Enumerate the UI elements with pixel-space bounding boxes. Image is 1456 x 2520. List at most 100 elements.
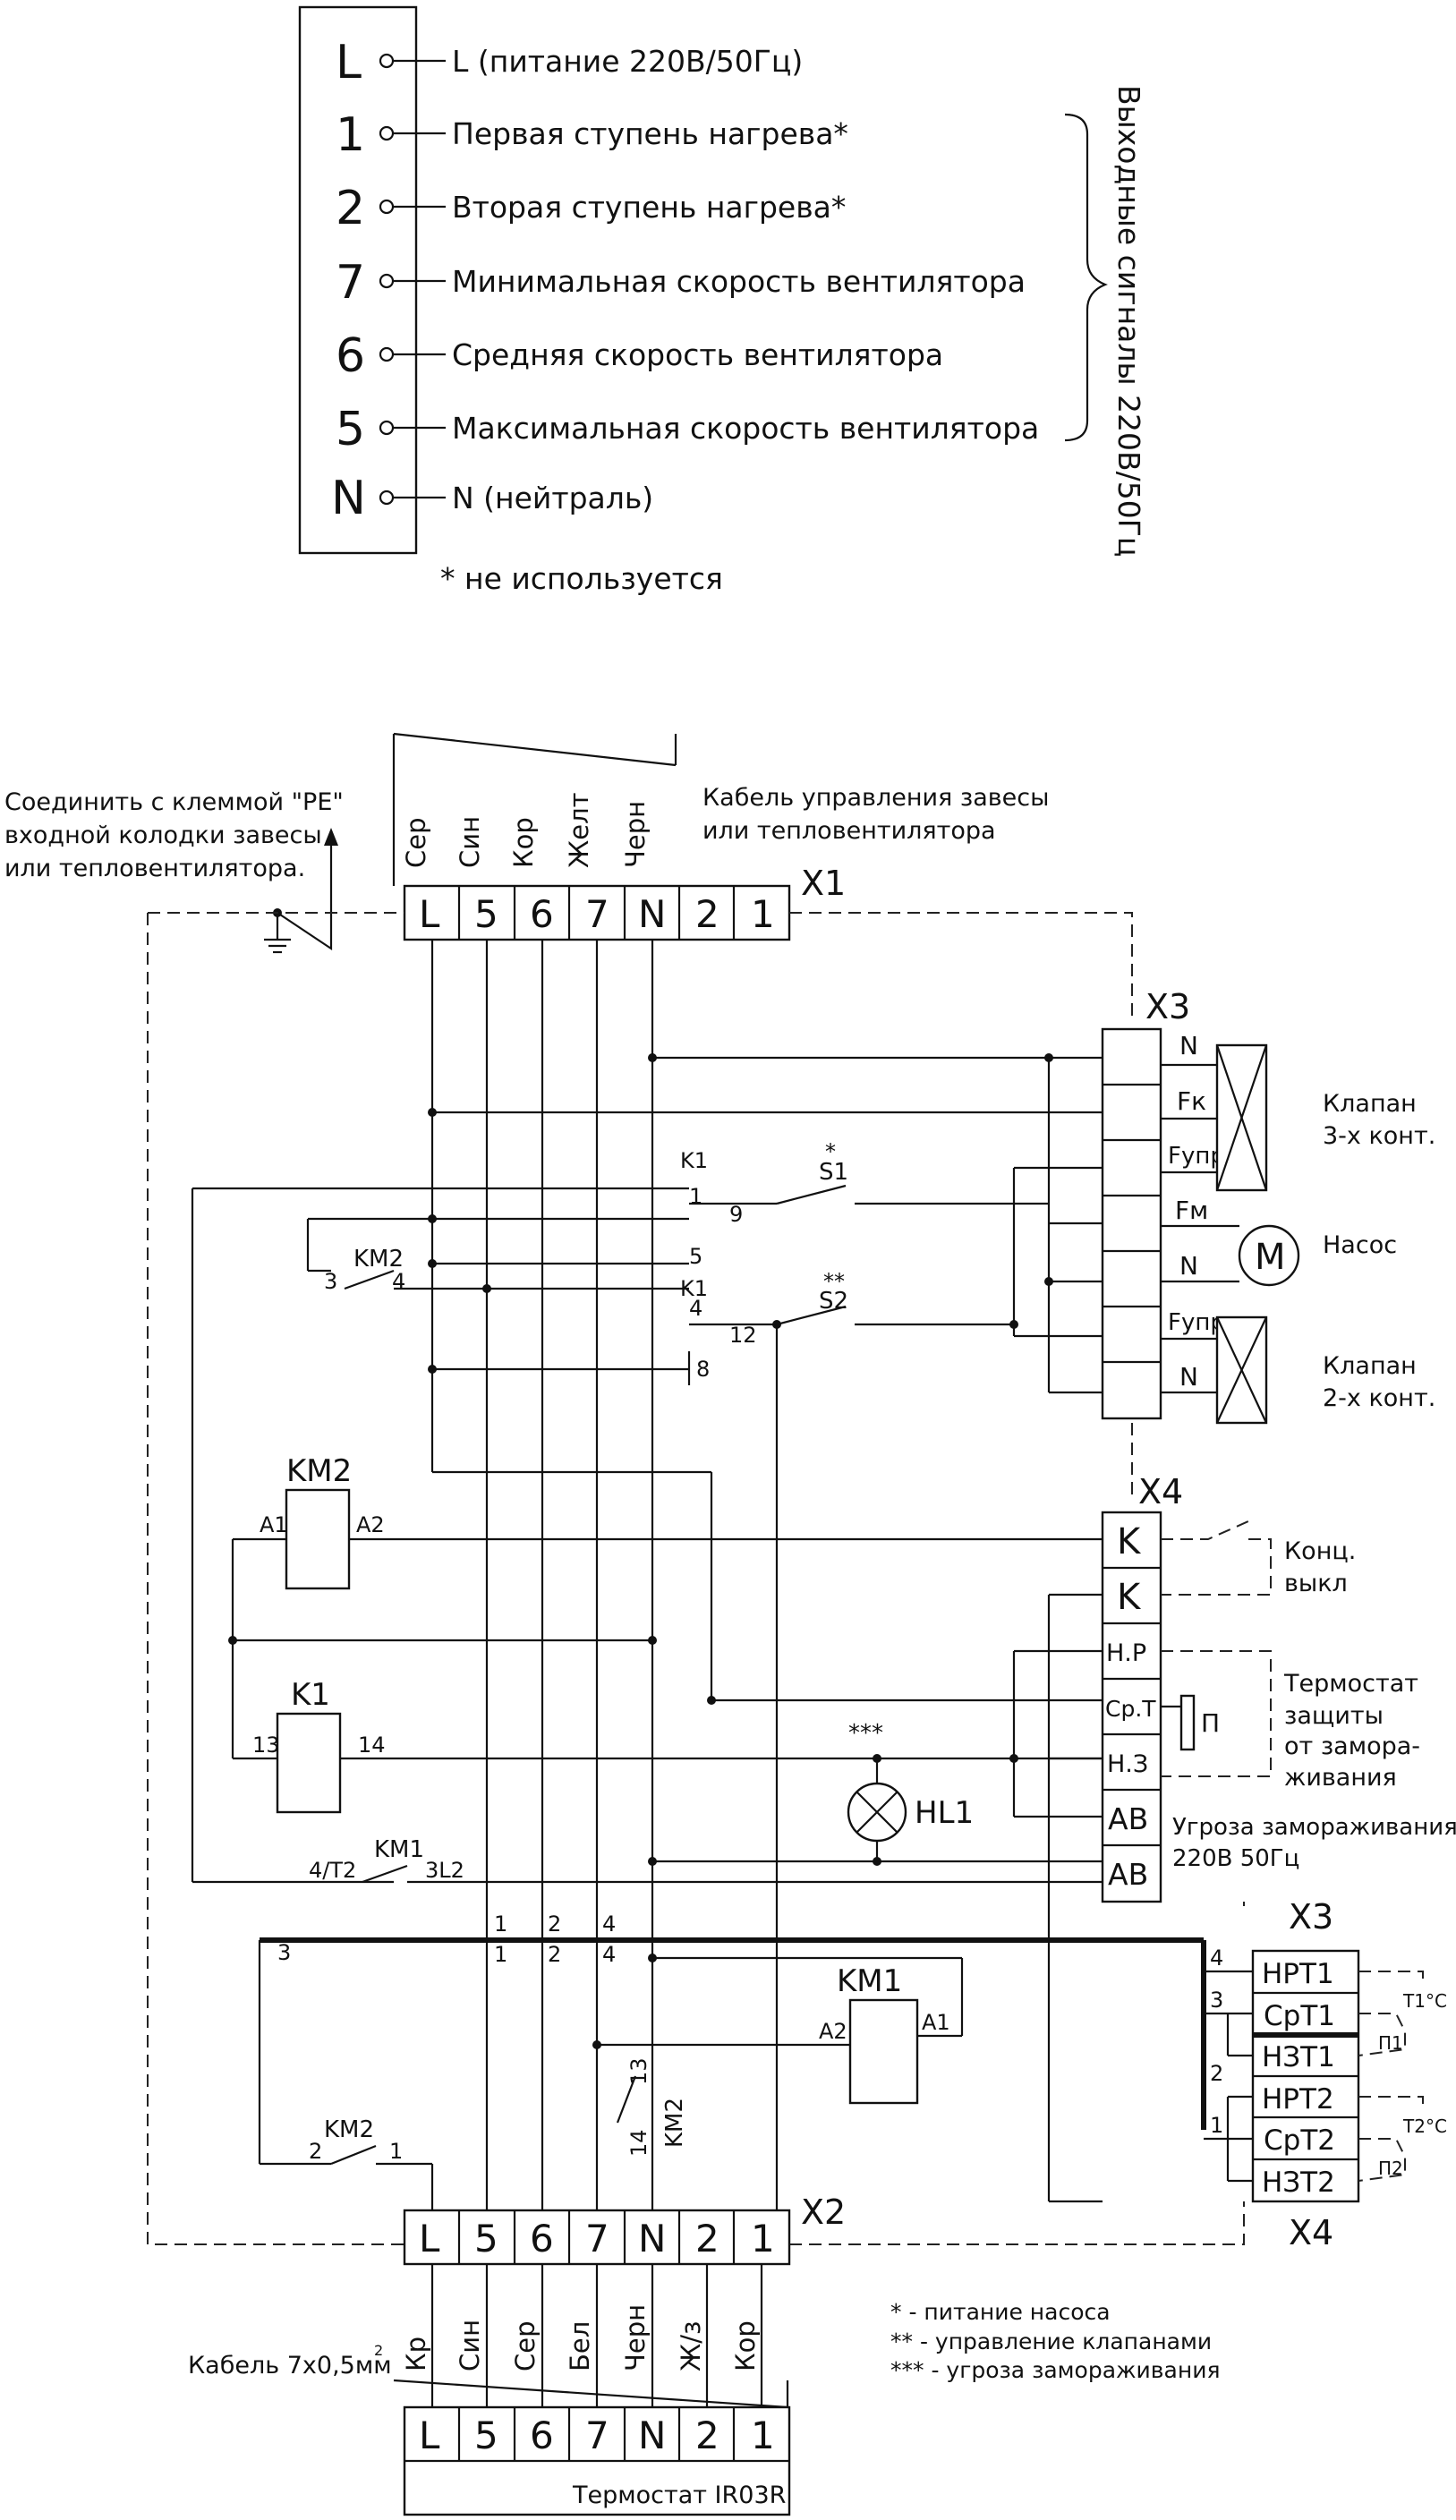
legend-pin: 1 <box>336 108 365 162</box>
x2-term: 5 <box>474 2217 498 2260</box>
switch-km2 <box>330 2144 377 2166</box>
x4-pin: Н.З <box>1107 1750 1148 1778</box>
hl-stars: *** <box>848 1720 883 1747</box>
bus-num: 4 <box>602 1911 616 1937</box>
thermo-label: живания <box>1284 1764 1397 1792</box>
bus-num: 2 <box>548 1942 561 1967</box>
bus-num: 2 <box>548 1911 561 1937</box>
contact-num: 4 <box>392 1269 405 1294</box>
junction <box>428 1214 437 1223</box>
junction <box>428 1365 437 1374</box>
limit-switch <box>1161 1520 1249 1540</box>
wire-color: Сер <box>510 2321 541 2372</box>
valve3-label: Клапан <box>1323 1090 1417 1118</box>
x3-pin: Fупр <box>1168 1143 1225 1170</box>
legend-text: Средняя скорость вентилятора <box>452 337 943 372</box>
relay-label: KM1 <box>374 1836 424 1863</box>
temp-pin: СрТ1 <box>1264 2000 1335 2032</box>
pe-arrow-line <box>277 841 333 951</box>
contact-num: 1 <box>389 2139 403 2164</box>
switch-s1 <box>776 1184 847 1205</box>
coil-label: K1 <box>291 1677 330 1713</box>
x2-section: L 5 6 7 N 2 1 X2 Кр Син Сер Бел Черн Ж/з… <box>188 2192 1220 2516</box>
temp-num: 4 <box>1210 1945 1223 1971</box>
wire-color: Ж/з <box>676 2321 706 2371</box>
motor-icon <box>1238 1224 1300 1287</box>
junction <box>873 1857 881 1866</box>
x4-pin: АВ <box>1108 1801 1148 1836</box>
switch-km1 <box>362 1864 408 1884</box>
temp-num: 3 <box>1210 1988 1223 2013</box>
legend-row: 1 Первая ступень нагрева* <box>336 108 848 162</box>
limit-label: Конц. <box>1284 1537 1356 1565</box>
sensor-t2 <box>1358 2096 1424 2107</box>
contact-num: 14 <box>626 2129 651 2157</box>
coil-pin: 14 <box>358 1732 386 1758</box>
legend-text: Вторая ступень нагрева* <box>452 190 846 225</box>
temp-pin: НЗТ2 <box>1262 2167 1335 2199</box>
x3-pin: N <box>1179 1031 1198 1060</box>
x3-terminal-block <box>1101 1027 1162 1420</box>
contact-num: 9 <box>729 1202 743 1227</box>
x4-pin: АВ <box>1108 1857 1148 1892</box>
sensor-p: П2 <box>1378 2158 1403 2179</box>
bus-num: 1 <box>494 1942 507 1967</box>
switch-label: S2 <box>819 1288 848 1315</box>
coil-pin: A1 <box>922 2010 950 2035</box>
legend-pin: N <box>331 472 366 525</box>
x3-wiring <box>428 1053 1103 1394</box>
wire-color: Кор <box>508 817 539 868</box>
cable-sup: 2 <box>374 2342 383 2359</box>
legend-brace <box>1064 113 1108 442</box>
x4-top: X4 K K Н.Р Ср.Т Н.З АВ АВ Конц. выкл П Т… <box>1009 1472 1456 2201</box>
x1-term: 1 <box>751 892 775 936</box>
legend-side-label: Выходные сигналы 220В/50Гц <box>1111 85 1146 557</box>
legend-row: L L (питание 220В/50Гц) <box>336 36 803 89</box>
legend-text: Минимальная скорость вентилятора <box>452 264 1026 299</box>
coil-pin: A2 <box>356 1512 385 1537</box>
legend-footnote: * не используется <box>440 561 723 596</box>
switch-star: ** <box>823 1269 845 1294</box>
contact-num: 12 <box>729 1323 757 1348</box>
x1-term: 7 <box>585 892 609 936</box>
temp-pin: НРТ1 <box>1262 1958 1334 1990</box>
x4-pin: Н.Р <box>1106 1639 1146 1667</box>
coil-pin: A1 <box>260 1512 288 1537</box>
coils: KM2 A1 A2 K1 13 14 4/T2 KM1 3L2 *** HL1 <box>192 1453 1103 1884</box>
junction <box>428 1259 437 1268</box>
relay-label: K1 <box>680 1148 708 1173</box>
limit-switch <box>1161 1538 1272 1596</box>
legend-pin: 5 <box>336 403 365 456</box>
wire-color: Черн <box>620 801 651 868</box>
thermostat-term: 2 <box>695 2414 719 2457</box>
lamp-cross <box>856 1791 898 1834</box>
legend-row: 5 Максимальная скорость вентилятора <box>336 403 1039 456</box>
wire-color: Сер <box>401 818 431 869</box>
thermostat-term: 1 <box>751 2414 775 2457</box>
thermostat-term: 5 <box>474 2414 498 2457</box>
km1-coil <box>848 1998 919 2105</box>
x3-pin-labels: N Fк Fупр Fм N Fупр N <box>1168 1031 1225 1392</box>
legend-pin: L <box>336 36 362 89</box>
valve2-label: 2-х конт. <box>1323 1384 1435 1412</box>
x1-term: 6 <box>530 892 554 936</box>
x4-pin: Ср.Т <box>1105 1696 1156 1722</box>
bus-num: 3 <box>277 1940 291 1965</box>
x1-term: 2 <box>695 892 719 936</box>
coil-pin: 13 <box>252 1732 280 1758</box>
k1-coil <box>276 1712 342 1814</box>
thermostat-term: L <box>419 2414 440 2457</box>
arrow-up-icon <box>324 828 338 846</box>
relay-label: KM2 <box>324 2116 374 2143</box>
thermo-label: защиты <box>1284 1702 1384 1730</box>
x2-term: 6 <box>530 2217 554 2260</box>
lower-section: 3 1 2 4 1 2 4 2 KM2 1 KM1 A1 A2 13 14 KM… <box>258 1897 1447 2252</box>
thermostat-term: N <box>638 2414 666 2457</box>
legend-row: 6 Средняя скорость вентилятора <box>336 329 943 383</box>
junction <box>482 1284 491 1293</box>
sensor-t2 <box>1358 2138 1406 2182</box>
x3-pin: N <box>1179 1251 1198 1281</box>
x4-label: X4 <box>1138 1472 1183 1511</box>
km2-coil <box>285 1488 351 1590</box>
